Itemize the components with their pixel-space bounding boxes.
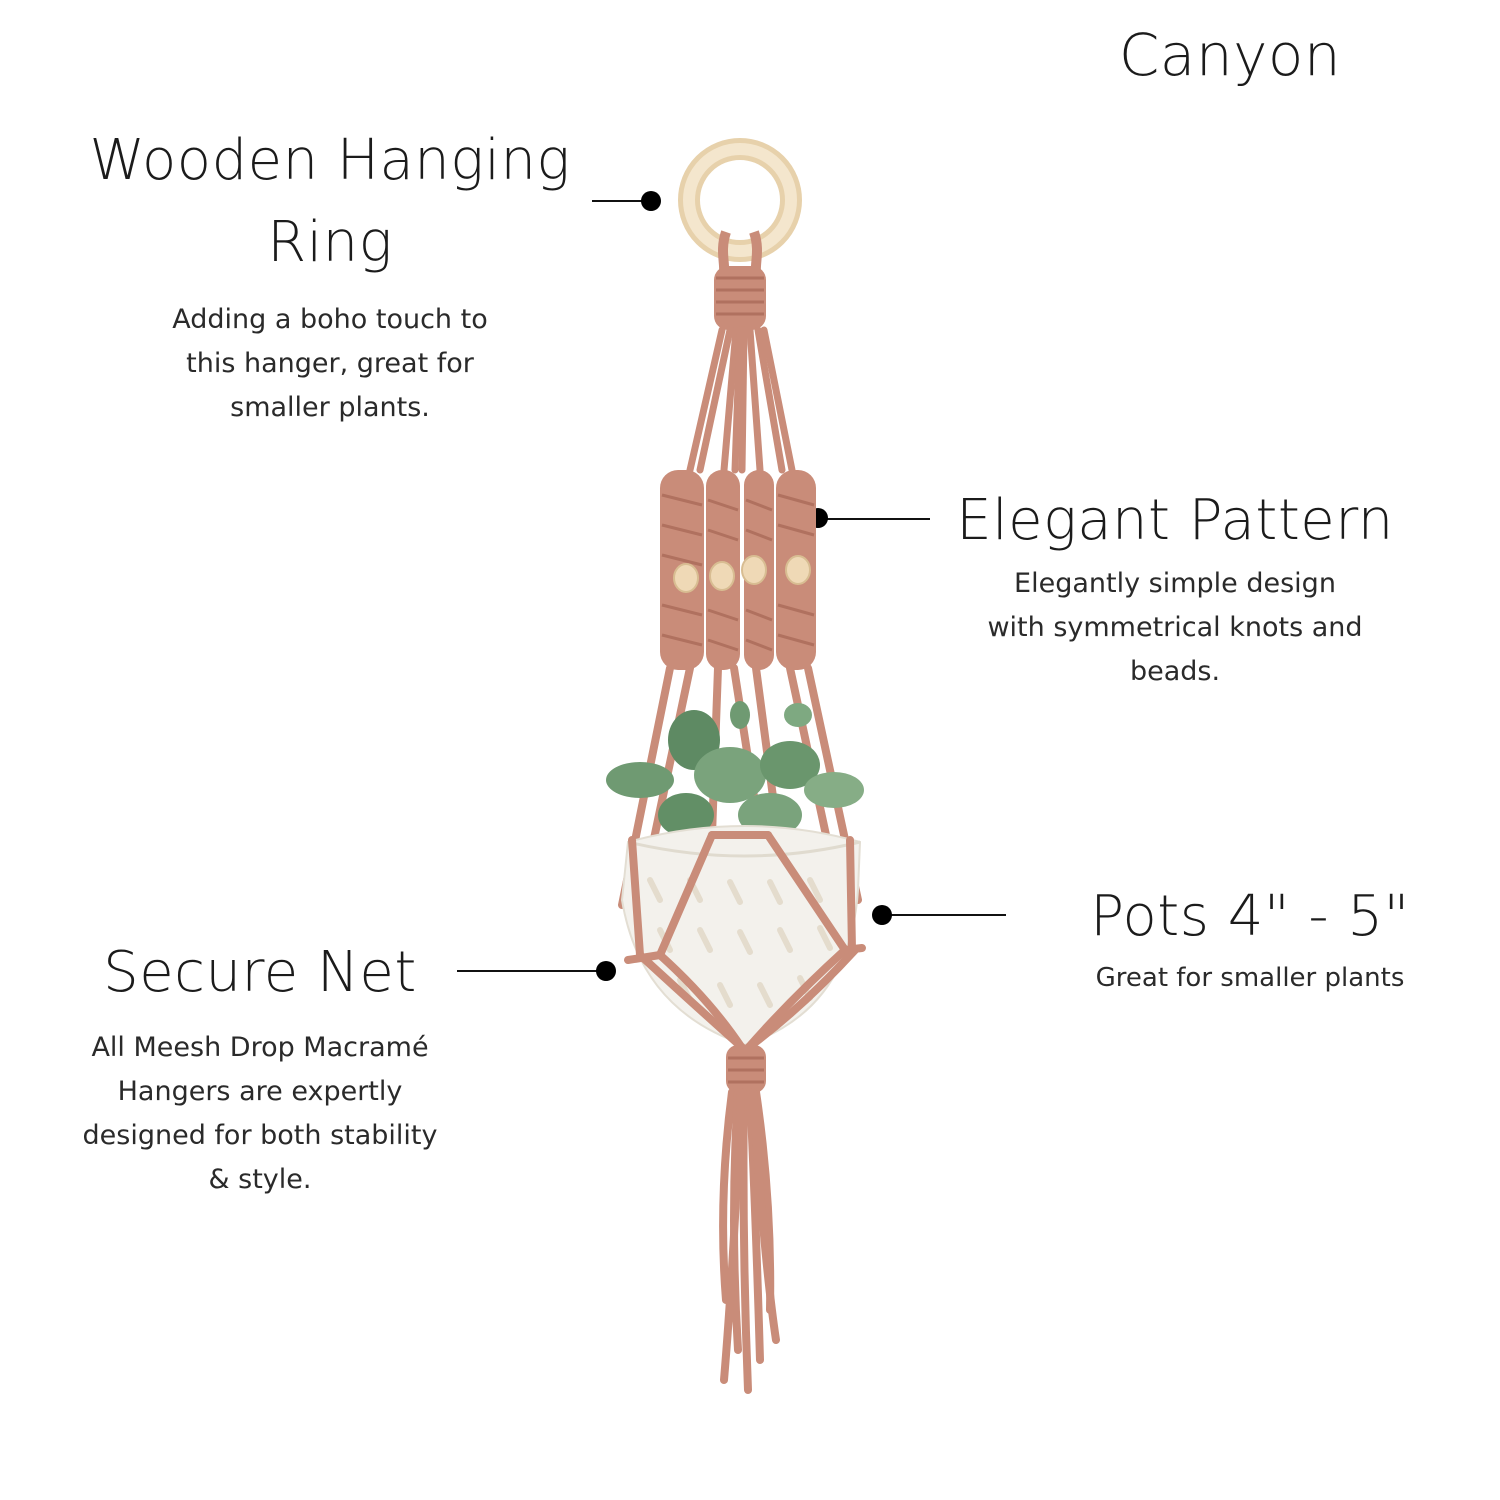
feature-title-line: Pots 4" - 5" — [1090, 884, 1410, 949]
feature-description-line: Elegantly simple design — [1014, 568, 1336, 599]
callout-dot-ring — [641, 191, 661, 211]
rope-cords-upper — [686, 326, 796, 474]
feature-title-line: Secure Net — [103, 940, 417, 1005]
feature-title: Pots 4" - 5" — [1050, 876, 1450, 958]
callout-leader-pot — [884, 914, 1006, 916]
callout-dot-net — [596, 961, 616, 981]
feature-description-line: with symmetrical knots and — [987, 612, 1363, 643]
feature-description-line: beads. — [1129, 656, 1221, 687]
feature-description-line: designed for both stability — [82, 1120, 438, 1151]
feature-description-line: smaller plants. — [230, 392, 430, 423]
callout-leader-pattern — [822, 518, 930, 520]
hanging-ring-icon — [678, 138, 802, 262]
plant-icon — [606, 701, 864, 837]
pot-icon — [620, 825, 862, 1047]
feature-title-line: Ring — [267, 210, 393, 275]
feature-title: Elegant Pattern — [945, 480, 1405, 562]
feature-description-line: Adding a boho touch to — [172, 304, 488, 335]
rope-tassel — [719, 1045, 780, 1394]
feature-title: Wooden Hanging Ring — [60, 120, 600, 284]
feature-title-line: Wooden Hanging — [89, 128, 571, 193]
callout-leader-net — [457, 970, 607, 972]
feature-description-line: & style. — [208, 1164, 312, 1195]
bead-icon — [673, 555, 811, 593]
feature-title: Secure Net — [40, 932, 480, 1014]
feature-description-line: Great for smaller plants — [1095, 963, 1405, 993]
feature-title-line: Elegant Pattern — [956, 488, 1394, 553]
feature-elegant-pattern: Elegant Pattern Elegantly simple design … — [945, 480, 1405, 694]
feature-description-line: Hangers are expertly — [117, 1076, 403, 1107]
rope-wrap-top — [714, 230, 766, 330]
feature-pot-size: Pots 4" - 5" Great for smaller plants — [1050, 876, 1450, 1000]
color-name: Canyon — [1118, 21, 1342, 89]
feature-description: Great for smaller plants — [1050, 956, 1450, 1000]
rope-net — [624, 831, 866, 1054]
feature-description: Elegantly simple design with symmetrical… — [945, 562, 1405, 694]
feature-description-line: All Meesh Drop Macramé — [91, 1032, 429, 1063]
feature-wooden-ring: Wooden Hanging Ring Adding a boho touch … — [60, 120, 600, 430]
callout-leader-ring — [592, 200, 650, 202]
feature-description: All Meesh Drop Macramé Hangers are exper… — [40, 1026, 480, 1202]
feature-description-line: this hanger, great for — [186, 348, 474, 379]
callout-dot-pot — [872, 905, 892, 925]
feature-secure-net: Secure Net All Meesh Drop Macramé Hanger… — [40, 932, 480, 1202]
feature-description: Adding a boho touch to this hanger, grea… — [60, 298, 600, 430]
